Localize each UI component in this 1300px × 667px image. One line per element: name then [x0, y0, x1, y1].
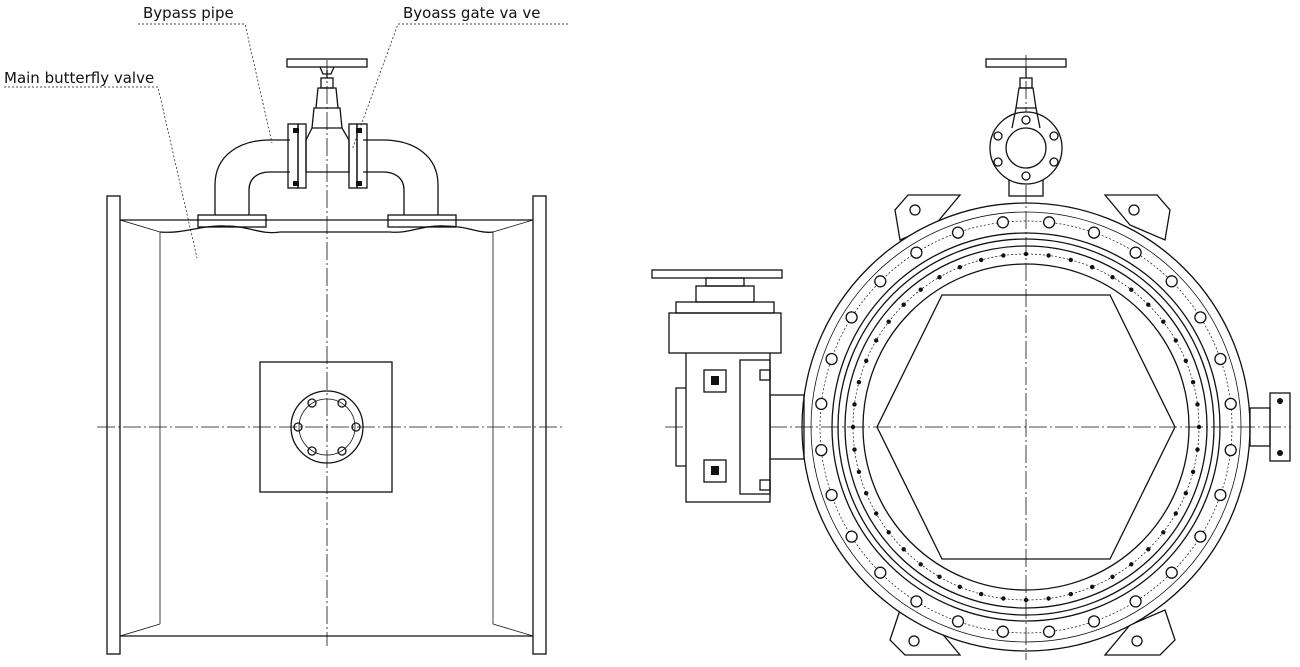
flange-bolt-hole	[815, 443, 828, 457]
seat-ring-screw	[1046, 253, 1051, 258]
flange-bolt-hole	[1087, 226, 1101, 239]
seat-ring-screw	[1110, 275, 1115, 280]
seat-ring-screw	[864, 358, 869, 363]
seat-ring-screw	[1173, 338, 1179, 343]
flange-bolt-hole	[845, 311, 858, 324]
seat-ring-screw	[1183, 491, 1189, 496]
seat-ring-screw	[901, 302, 906, 307]
flange-bolt-hole	[1165, 566, 1178, 579]
seat-ring-screw	[864, 491, 869, 496]
label-main-butterfly-valve: Main butterfly valve	[4, 69, 155, 87]
flange-bolt-hole	[1194, 530, 1207, 543]
flange-bolt-hole	[996, 625, 1010, 638]
flange-bolt-hole	[845, 530, 858, 543]
seat-ring-screw	[957, 584, 962, 589]
flange-bolt-hole	[874, 275, 887, 288]
seat-ring-screw	[874, 511, 879, 516]
seat-ring-screw	[1183, 358, 1189, 363]
front-view	[651, 55, 1291, 660]
flange-bolt-hole	[1194, 311, 1207, 324]
flange-bolt-hole	[1042, 216, 1056, 229]
flange-bolt-hole	[1165, 275, 1178, 288]
flange-bolt-hole	[815, 397, 828, 411]
seat-ring-screw	[1129, 287, 1134, 292]
seat-ring-screw	[1129, 562, 1134, 567]
seat-ring-screw	[979, 257, 984, 263]
seat-ring-screw	[874, 338, 879, 343]
seat-ring-screw	[852, 402, 857, 407]
seat-ring-screw	[1068, 257, 1074, 263]
seat-ring-screw	[937, 275, 942, 280]
seat-ring-screw	[918, 287, 923, 292]
leader-lines	[4, 23, 568, 259]
seat-ring-screw	[937, 574, 942, 579]
seat-ring-screw	[1195, 447, 1200, 452]
flange-bolt-hole	[825, 488, 838, 502]
flange-bolt-hole	[1087, 615, 1101, 628]
seat-ring-screw	[1173, 511, 1179, 516]
seat-ring-screw	[856, 380, 862, 385]
flange-bolt-hole	[1224, 443, 1237, 457]
seat-ring-screw	[1190, 469, 1196, 474]
flange-bolt-hole	[996, 216, 1010, 229]
seat-ring-screw	[1161, 530, 1166, 535]
seat-ring-screw	[1195, 402, 1200, 407]
seat-ring-screw	[1001, 596, 1006, 601]
label-bypass-pipe: Bypass pipe	[143, 4, 234, 22]
seat-ring-screw	[979, 591, 984, 597]
seat-ring-screw	[1023, 597, 1029, 603]
flange-bolt-hole	[910, 595, 923, 608]
flange-bolt-hole	[910, 246, 923, 259]
seat-ring-screw	[1090, 265, 1095, 270]
seat-ring-screw	[1146, 302, 1151, 307]
seat-ring-screw	[1161, 319, 1166, 324]
seat-ring-screw	[886, 319, 891, 324]
seat-ring-screw	[1001, 253, 1006, 258]
flange-bolt-hole	[825, 352, 838, 366]
flange-bolt-hole	[951, 615, 965, 628]
seat-ring-screw	[856, 469, 862, 474]
flange-bolt-hole	[1042, 625, 1056, 638]
flange-bolt-hole	[1129, 246, 1142, 259]
seat-ring-screw	[1068, 591, 1074, 597]
flange-bolt-hole	[951, 226, 965, 239]
seat-ring-screw	[1110, 574, 1115, 579]
label-bypass-gate-valve: Byoass gate va ve	[403, 4, 541, 22]
flange-bolt-hole	[1214, 352, 1227, 366]
seat-ring-screw	[918, 562, 923, 567]
flange-bolt-hole	[1129, 595, 1142, 608]
seat-ring-screw	[1090, 584, 1095, 589]
flange-bolt-hole	[874, 566, 887, 579]
flange-bolt-hole	[1224, 397, 1237, 411]
seat-ring-screw	[901, 547, 906, 552]
seat-ring-screw	[852, 447, 857, 452]
flange-bolt-hole	[1214, 488, 1227, 502]
side-view	[97, 58, 562, 655]
seat-ring-screw	[1190, 380, 1196, 385]
seat-ring-screw	[1046, 596, 1051, 601]
seat-ring-screw	[886, 530, 891, 535]
seat-ring-screw	[957, 265, 962, 270]
seat-ring-screw	[1146, 547, 1151, 552]
